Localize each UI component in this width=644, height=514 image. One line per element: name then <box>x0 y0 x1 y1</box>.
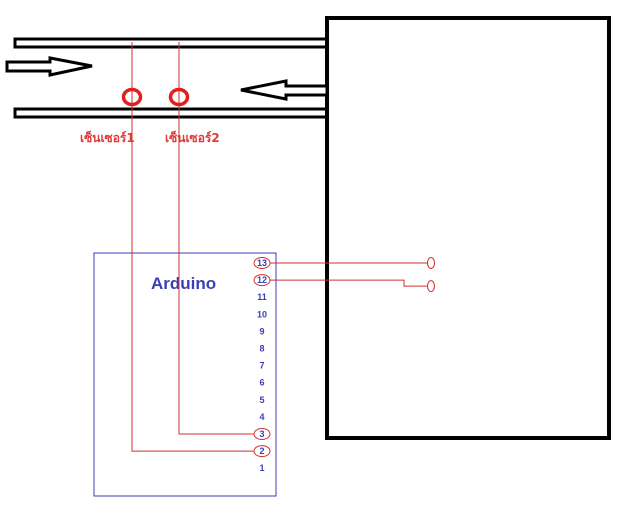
enclosure-box <box>325 16 611 440</box>
sensor-2-icon <box>168 87 190 107</box>
output-terminals <box>270 257 435 293</box>
pin-label-5: 5 <box>259 395 264 405</box>
output-wire-12 <box>270 279 428 287</box>
arduino-board <box>93 252 277 497</box>
pin-label-4: 4 <box>259 412 264 422</box>
pin-label-3: 3 <box>259 429 264 439</box>
sensor-1-label: เซ็นเซอร์1 <box>80 130 135 145</box>
sensor-1-icon <box>121 87 143 107</box>
duct <box>13 37 329 119</box>
pin-label-8: 8 <box>259 344 264 354</box>
pin-label-12: 12 <box>257 275 267 285</box>
duct-top-wall <box>13 37 329 49</box>
pin-label-6: 6 <box>259 378 264 388</box>
sensors: เซ็นเซอร์1 เซ็นเซอร์2 <box>80 87 220 145</box>
pin-label-1: 1 <box>259 463 264 473</box>
duct-bottom-wall <box>13 107 329 119</box>
pin-label-11: 11 <box>257 292 267 302</box>
sensor-wire-1 <box>131 42 254 452</box>
output-terminal-12-icon <box>427 280 435 293</box>
wires <box>131 42 254 452</box>
sensor-wire-2 <box>178 42 254 435</box>
pin-label-9: 9 <box>259 326 264 336</box>
pin-label-7: 7 <box>259 361 264 371</box>
pin-label-10: 10 <box>257 309 267 319</box>
pin-label-13: 13 <box>257 258 267 268</box>
hollow-right-arrow-icon <box>5 56 93 77</box>
pin-label-2: 2 <box>259 446 264 456</box>
sensor-2-label: เซ็นเซอร์2 <box>165 130 220 145</box>
hollow-left-arrow-icon <box>240 79 329 101</box>
arduino-pin-labels: 13 12 11 10 9 8 7 6 5 4 3 2 1 <box>253 257 271 473</box>
arduino-title: Arduino <box>151 274 216 293</box>
output-terminal-13-icon <box>427 257 435 269</box>
